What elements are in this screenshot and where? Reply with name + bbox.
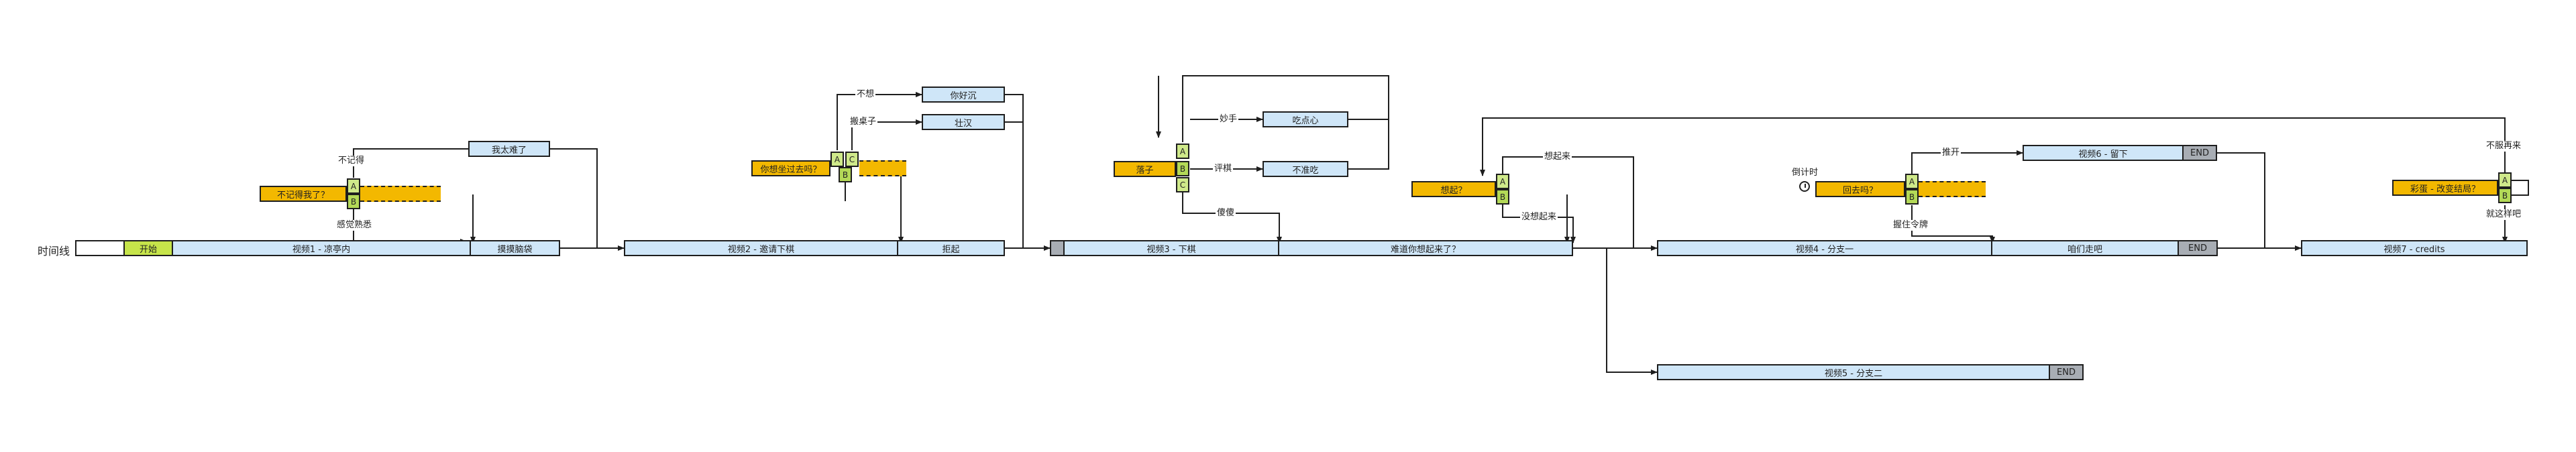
edge-c5-a — [1911, 150, 2023, 174]
scene-chi-dian-xin[interactable]: 吃点心 — [1263, 111, 1348, 127]
choice-2-label-c: 搬桌子 — [849, 117, 878, 127]
edge-s1-v2 — [550, 148, 598, 248]
choice-3-option-a[interactable]: A — [1176, 144, 1189, 159]
video-5[interactable]: 视频5 - 分支二 — [1657, 364, 2050, 380]
choice-4-option-b[interactable]: B — [1496, 189, 1509, 205]
choice-1-label-a: 不记得 — [337, 156, 366, 166]
choice-4-option-a[interactable]: A — [1496, 174, 1509, 189]
scene-ni-hao-chen[interactable]: 你好沉 — [922, 87, 1005, 103]
video-3-ending[interactable]: 难道你想起来了？ — [1278, 240, 1573, 256]
timeline-start-blank — [75, 240, 125, 256]
choice-3-option-c[interactable]: C — [1176, 177, 1189, 192]
edge-c4-b — [1502, 205, 1576, 243]
scene-zhuang-han[interactable]: 壮汉 — [922, 114, 1005, 130]
video-1[interactable]: 视频1 - 凉亭内 — [172, 240, 471, 256]
choice-2-option-c[interactable]: C — [845, 152, 859, 167]
scene-wo-tai-nan-le[interactable]: 我太难了 — [468, 141, 550, 157]
choice-4[interactable]: 想起？ — [1411, 181, 1496, 197]
choice-1[interactable]: 不记得我了？ — [260, 186, 347, 202]
video-2-ending[interactable]: 拒起 — [897, 240, 1005, 256]
video-4[interactable]: 视频4 - 分支一 — [1657, 240, 1992, 256]
choice-1-label-b: 感觉熟悉 — [335, 220, 374, 231]
choice-2-label-a: 不想 — [855, 89, 876, 100]
video-3[interactable]: 视频3 - 下棋 — [1063, 240, 1279, 256]
choice-5-option-a[interactable]: A — [1905, 174, 1919, 189]
choice-1-option-a[interactable]: A — [347, 178, 360, 194]
choice-6-label-b: 就这样吧 — [2485, 209, 2523, 220]
choice-6[interactable]: 彩蛋 - 改变结局？ — [2392, 180, 2498, 196]
choice-5[interactable]: 回去吗？ — [1815, 181, 1905, 197]
edge-c4-a — [1502, 156, 1634, 248]
video-4-end-tag: END — [2178, 240, 2218, 256]
choice-6-option-a[interactable]: A — [2498, 172, 2512, 188]
start-node[interactable]: 开始 — [123, 240, 173, 256]
choice-4-label-a: 想起来 — [1543, 152, 1572, 162]
choice-5-label-a: 推开 — [1941, 148, 1962, 158]
video-2[interactable]: 视频2 - 邀请下棋 — [624, 240, 898, 256]
choice-2-option-a[interactable]: A — [830, 152, 844, 167]
choice-5-timer-bar — [1919, 181, 1986, 197]
choice-3-label-b: 评棋 — [1213, 164, 1234, 174]
clock-icon — [1799, 181, 1810, 192]
edge-s5-back — [1348, 119, 1389, 170]
choice-6-label-a: 不服再来 — [2485, 141, 2523, 152]
choice-2-timer-bar — [859, 160, 906, 176]
choice-2-option-b[interactable]: B — [839, 167, 852, 182]
choice-1-timer-bar — [360, 186, 441, 202]
edge-to-v5 — [1606, 248, 1658, 375]
edge-c3-a — [1182, 75, 1389, 142]
timeline-label: 时间线 — [38, 245, 70, 258]
edge-v6-v7 — [2217, 152, 2265, 248]
edge-s2-v3 — [1005, 94, 1024, 248]
video-1-ending[interactable]: 摸摸脑袋 — [470, 240, 560, 256]
video-6-end-tag: END — [2182, 145, 2217, 161]
choice-6-tail — [2512, 180, 2529, 196]
choice-1-option-b[interactable]: B — [347, 194, 360, 209]
edge-c1-a — [353, 148, 468, 178]
choice-4-label-b: 没想起来 — [1520, 212, 1558, 223]
choice-6-option-b[interactable]: B — [2498, 188, 2512, 203]
choice-3-label-c: 傻傻 — [1216, 208, 1236, 219]
video-3-marker — [1050, 240, 1065, 256]
choice-5-label-b: 握住令牌 — [1892, 220, 1930, 231]
choice-3[interactable]: 落子 — [1114, 161, 1176, 177]
choice-2[interactable]: 你想坐过去吗？ — [751, 160, 830, 176]
choice-5-timer-label: 倒计时 — [1790, 168, 1820, 178]
video-7[interactable]: 视频7 - credits — [2301, 240, 2528, 256]
edge-c2-a — [837, 92, 922, 150]
video-5-end-tag: END — [2049, 364, 2084, 380]
choice-5-option-b[interactable]: B — [1905, 189, 1919, 205]
video-4-ending[interactable]: 咱们走吧 — [1991, 240, 2179, 256]
edge-c6-a — [1480, 117, 2506, 176]
choice-3-option-b[interactable]: B — [1176, 161, 1189, 176]
choice-3-label-a: 妙手 — [1218, 114, 1239, 125]
video-6[interactable]: 视频6 - 留下 — [2023, 145, 2184, 161]
scene-bu-zhun-chi[interactable]: 不准吃 — [1263, 161, 1348, 177]
